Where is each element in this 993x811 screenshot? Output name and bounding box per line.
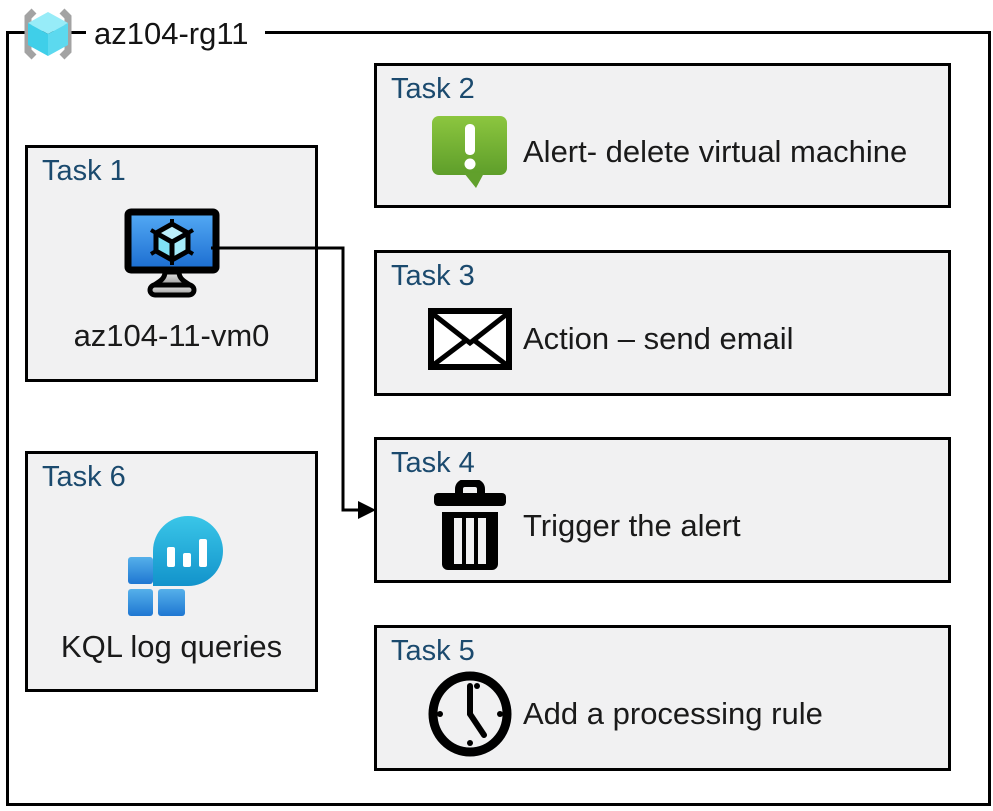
task-5-box: Task 5 Add a processing rule [374,625,951,771]
resource-group-title: az104-rg11 [86,14,265,54]
task-2-caption: Alert- delete virtual machine [523,133,908,169]
task-1-label: Task 1 [42,155,126,187]
task-6-label: Task 6 [42,461,126,493]
task-6-box: Task 6 KQL log queries [25,451,318,692]
virtual-machine-icon [124,208,219,298]
resource-group-label: az104-rg11 [16,4,265,64]
resource-group-icon [24,8,72,60]
task-5-caption: Add a processing rule [523,696,823,731]
task-5-content: Add a processing rule [417,666,938,762]
task-1-content: az104-11-vm0 [28,148,315,379]
task-6-content: KQL log queries [28,454,315,689]
task-3-box: Task 3 Action – send email [374,250,951,396]
task-4-caption: Trigger the alert [523,508,741,543]
task-1-caption: az104-11-vm0 [73,318,270,353]
task-2-box: Task 2 Alert- delete virtual machine [374,63,951,208]
trash-icon [434,480,506,570]
log-analytics-icon [127,516,223,616]
email-icon [428,308,512,370]
task-2-content: Alert- delete virtual machine [417,104,938,199]
task-1-box: Task 1 az104-11-vm0 [25,145,318,382]
task-4-label: Task 4 [391,447,475,479]
task-3-caption: Action – send email [523,321,794,356]
clock-icon [428,671,512,757]
task-6-caption: KQL log queries [60,629,283,664]
task-5-label: Task 5 [391,635,475,667]
task-3-label: Task 3 [391,260,475,292]
task-3-content: Action – send email [417,291,938,387]
alert-icon [432,115,507,188]
task-4-box: Task 4 Trigger the alert [374,437,951,583]
task-4-content: Trigger the alert [417,478,938,574]
task-2-label: Task 2 [391,73,475,105]
